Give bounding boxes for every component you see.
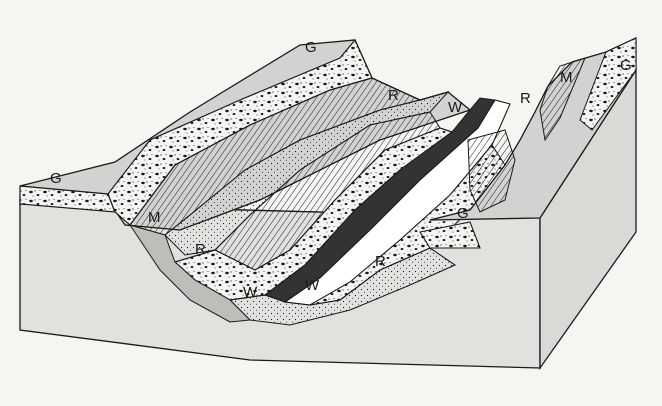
label-m-left: M <box>148 209 161 226</box>
label-r-left: R <box>195 241 206 258</box>
label-r-lower-right: R <box>375 253 386 270</box>
label-r-right-top: R <box>520 90 531 107</box>
label-w-upper: W <box>448 99 463 116</box>
label-w-lower-left: W <box>243 284 258 301</box>
label-w-lower-mid: W <box>305 277 320 294</box>
label-m-right-top: M <box>560 69 573 86</box>
label-r-upper: R <box>388 87 399 104</box>
label-g-top-center: G <box>305 39 317 56</box>
label-g-left: G <box>50 170 62 187</box>
label-g-right-mid: G <box>457 205 469 222</box>
label-g-right-top: G <box>620 57 632 74</box>
